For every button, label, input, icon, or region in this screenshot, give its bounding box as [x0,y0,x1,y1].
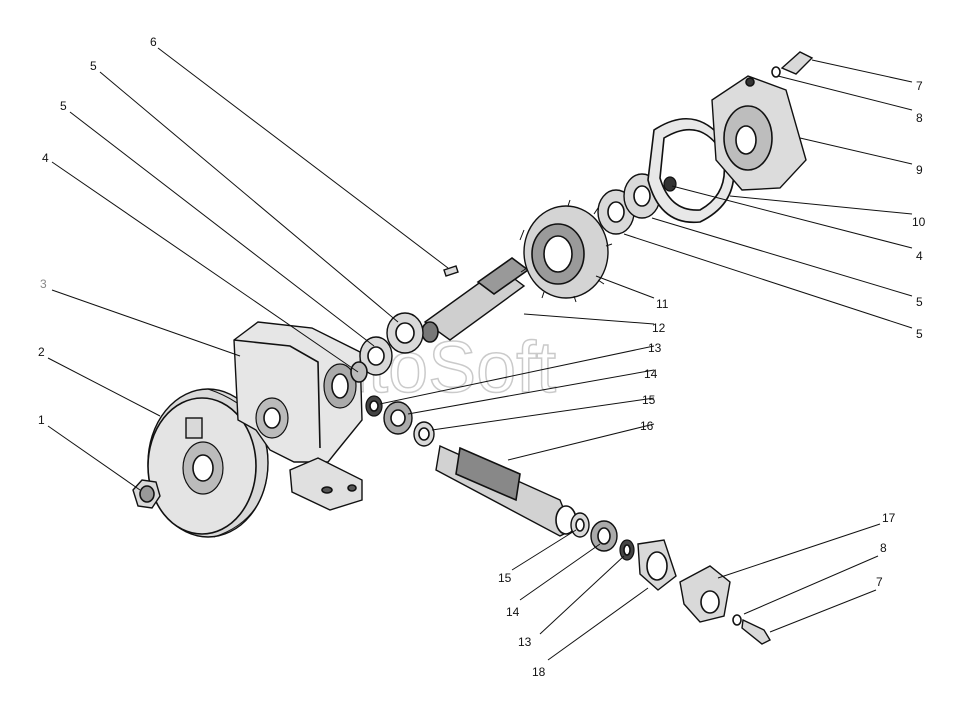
callout-14-top: 14 [644,367,658,381]
callout-2: 2 [38,345,45,359]
callout-8-bottom: 8 [880,541,887,555]
worm-shaft [435,444,577,537]
callout-7-bottom: 7 [876,575,883,589]
callout-5-left-b: 5 [90,59,97,73]
housing [233,321,363,511]
callout-18: 18 [532,665,546,679]
callout-7-top: 7 [916,79,923,93]
washers-right [597,173,661,235]
nut [132,479,161,509]
gear [519,199,613,303]
leader-lines [47,47,913,661]
callout-8-top: 8 [916,111,923,125]
callout-13-top: 13 [648,341,662,355]
callout-13-bottom: 13 [518,635,532,649]
key [443,265,459,277]
callout-5-right-b: 5 [916,327,923,341]
callout-4-left: 4 [42,151,49,165]
bolt-upper [771,51,814,78]
bolt-lower [732,614,771,645]
callout-5-right-a: 5 [916,295,923,309]
pulley [147,388,269,538]
callout-4-right: 4 [916,249,923,263]
callout-12: 12 [652,321,666,335]
bearings-left [365,395,435,447]
callout-11: 11 [656,297,669,311]
callout-9: 9 [916,163,923,177]
callout-16: 16 [640,419,654,433]
callout-6: 6 [150,35,157,49]
callout-17: 17 [882,511,896,525]
callout-15-bottom: 15 [498,571,512,585]
callout-14-bottom: 14 [506,605,520,619]
callout-15-top: 15 [642,393,656,407]
callout-1: 1 [38,413,45,427]
callout-labels: 1 2 3 4 5 5 6 7 8 9 10 4 5 5 11 12 13 14… [38,35,926,679]
washers-left [350,312,424,383]
gasket-small [637,539,677,591]
pump-cover [711,75,807,191]
bearings-right [570,512,635,561]
callout-3: 3 [40,277,47,291]
callout-5-left-a: 5 [60,99,67,113]
callout-10: 10 [912,215,926,229]
end-cover [679,565,731,623]
